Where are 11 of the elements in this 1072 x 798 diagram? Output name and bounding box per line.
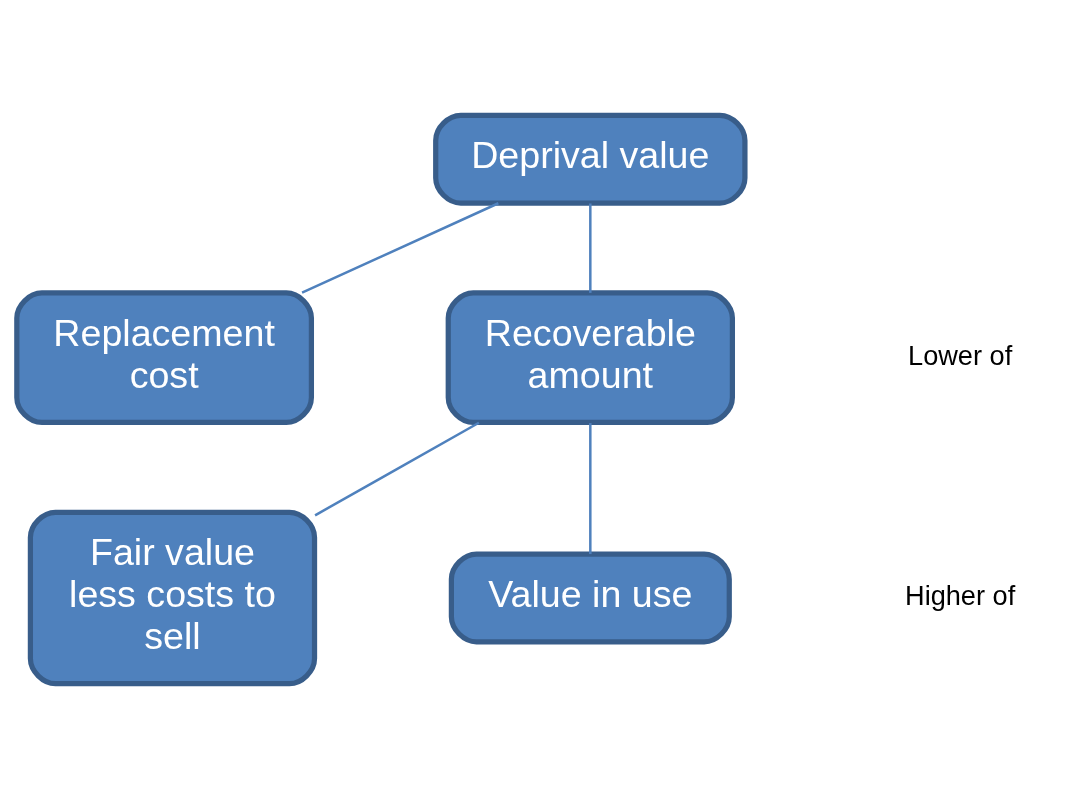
connector	[314, 421, 480, 516]
connector	[301, 201, 499, 294]
node-box: Value in use	[448, 551, 732, 644]
node-box: Recoverable amount	[445, 289, 735, 425]
label: Higher of	[905, 579, 1016, 611]
connector	[589, 203, 592, 293]
connector	[589, 422, 592, 554]
label: Lower of	[908, 339, 1013, 371]
node-box: Fair value less costs to sell	[27, 509, 318, 686]
node-box: Deprival value	[433, 112, 748, 206]
node-box: Replacement cost	[14, 289, 314, 425]
